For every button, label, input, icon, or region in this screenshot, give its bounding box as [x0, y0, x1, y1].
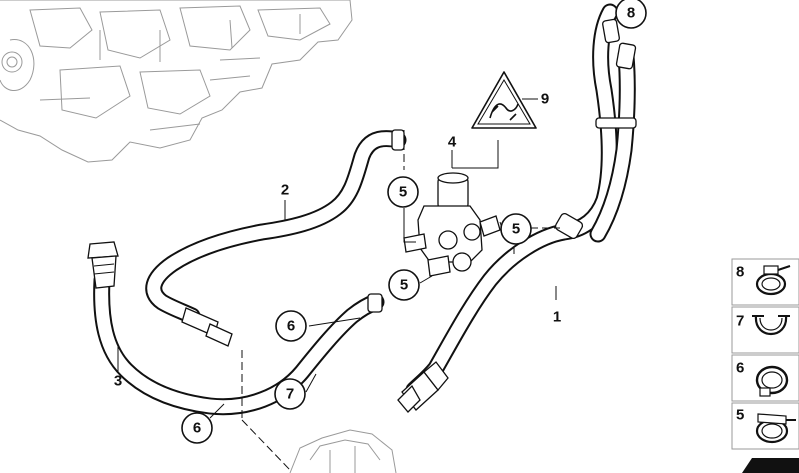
callout-5-right: 5 [500, 213, 532, 245]
svg-text:2: 2 [281, 182, 289, 199]
warning-triangle-icon [471, 71, 537, 129]
callout-4: 4 [448, 134, 457, 151]
svg-text:5: 5 [400, 277, 408, 294]
radiator-tank-illustration [289, 429, 397, 473]
callout-5-upper: 5 [387, 176, 419, 208]
svg-text:5: 5 [736, 407, 744, 424]
callout-9: 9 [541, 91, 549, 108]
svg-text:7: 7 [286, 386, 294, 403]
parts-legend: 8 7 6 [731, 258, 799, 473]
svg-text:8: 8 [627, 5, 635, 22]
hose-2 [145, 129, 407, 347]
hose-1 [397, 3, 637, 413]
svg-text:4: 4 [448, 134, 457, 151]
hose-clamp-screw-icon [755, 265, 791, 296]
callout-3: 3 [114, 373, 122, 390]
legend-item-8: 8 [731, 258, 799, 306]
svg-text:1: 1 [553, 309, 561, 326]
legend-item-6: 6 [731, 354, 799, 402]
callout-8: 8 [615, 0, 647, 29]
svg-text:7: 7 [736, 313, 744, 330]
callout-5-lower: 5 [388, 269, 420, 301]
callout-2: 2 [281, 182, 289, 199]
callout-7: 7 [274, 378, 306, 410]
svg-text:5: 5 [512, 221, 520, 238]
svg-text:6: 6 [193, 420, 201, 437]
legend-item-7: 7 [731, 306, 799, 354]
svg-text:9: 9 [541, 91, 549, 108]
svg-text:8: 8 [736, 264, 744, 281]
callout-6-upper: 6 [275, 310, 307, 342]
svg-text:6: 6 [736, 360, 744, 377]
legend-item-5: 5 [731, 402, 799, 450]
legend-footer-tab [742, 458, 799, 473]
callout-6-lower: 6 [181, 412, 213, 444]
engine-block-illustration [0, 0, 353, 163]
spring-clip-icon [752, 315, 790, 336]
callout-1: 1 [553, 309, 561, 326]
hose-3 [87, 241, 385, 416]
svg-text:3: 3 [114, 373, 122, 390]
leader-lines [117, 98, 560, 471]
hose-clamp-band-icon [755, 365, 789, 397]
svg-text:6: 6 [287, 318, 295, 335]
svg-text:5: 5 [399, 184, 407, 201]
worm-drive-clamp-icon [755, 413, 796, 444]
water-valve-assembly [403, 172, 501, 277]
